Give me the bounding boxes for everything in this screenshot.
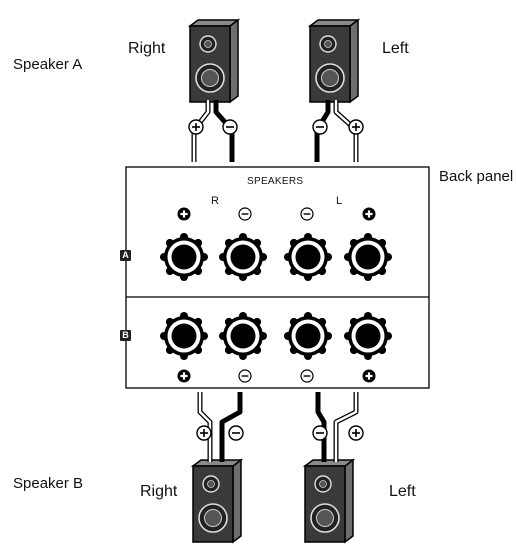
channel-r-label: R <box>211 195 219 207</box>
speaker-a-label: Speaker A <box>13 56 83 73</box>
cable-speaker-b-left <box>315 392 359 462</box>
back-panel-label: Back panel <box>439 168 514 185</box>
speaker-b-right-label: Right <box>140 483 178 500</box>
plus-icon <box>177 207 191 221</box>
binding-post-a-left-plus <box>344 233 392 281</box>
cable-speaker-a-right <box>191 100 235 162</box>
panel-title: SPEAKERS <box>247 176 304 187</box>
back-panel <box>125 166 430 389</box>
minus-icon <box>222 119 238 135</box>
minus-icon <box>238 207 252 221</box>
minus-icon <box>300 369 314 383</box>
minus-icon <box>228 425 244 441</box>
cable-speaker-b-right <box>197 392 243 462</box>
binding-post-b-left-plus <box>344 312 392 360</box>
speaker-a-left-label: Left <box>382 40 409 57</box>
row-a-badge: A <box>120 250 131 261</box>
speaker-b-left <box>304 459 354 543</box>
channel-l-label: L <box>336 195 343 207</box>
plus-icon <box>362 207 376 221</box>
speaker-b-left-label: Left <box>389 483 416 500</box>
minus-icon <box>238 369 252 383</box>
plus-icon <box>348 119 364 135</box>
binding-post-a-right-plus <box>160 233 208 281</box>
speaker-a-right-label: Right <box>128 40 166 57</box>
binding-post-b-right-plus <box>160 312 208 360</box>
minus-icon <box>312 119 328 135</box>
plus-icon <box>177 369 191 383</box>
minus-icon <box>312 425 328 441</box>
speaker-b-label: Speaker B <box>13 475 84 492</box>
speaker-a-left <box>309 19 359 103</box>
speaker-b-right <box>192 459 242 543</box>
plus-icon <box>188 119 204 135</box>
binding-post-a-left-minus <box>284 233 332 281</box>
binding-post-b-left-minus <box>284 312 332 360</box>
row-b-badge: B <box>120 330 131 341</box>
plus-icon <box>362 369 376 383</box>
minus-icon <box>300 207 314 221</box>
binding-post-a-right-minus <box>219 233 267 281</box>
plus-icon <box>348 425 364 441</box>
binding-post-b-right-minus <box>219 312 267 360</box>
plus-icon <box>196 425 212 441</box>
speaker-a-right <box>189 19 239 103</box>
